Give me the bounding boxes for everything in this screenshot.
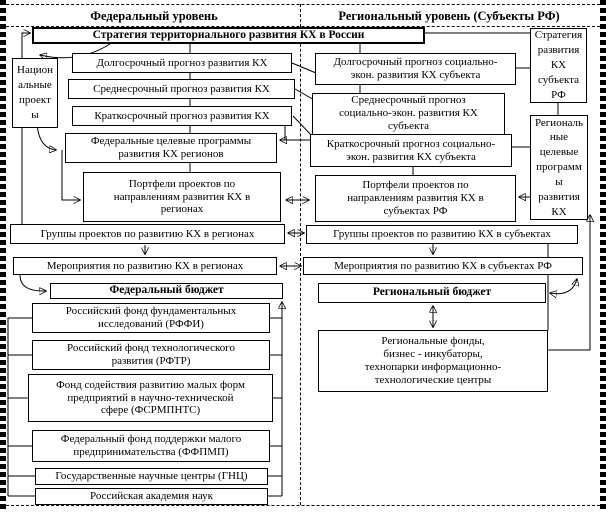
box-federal-activities: Мероприятия по развитию КХ в регионах <box>13 257 277 275</box>
box-fund-fsrmpnts: Фонд содействия развитию малых форм пред… <box>28 374 273 422</box>
box-regional-project-groups: Группы проектов по развитию КХ в субъект… <box>306 225 578 244</box>
box-federal-portfolios: Портфели проектов по направлениям развит… <box>83 172 281 222</box>
box-federal-budget: Федеральный бюджет <box>50 283 283 299</box>
box-federal-long-forecast: Долгосрочный прогноз развития КХ <box>72 53 292 73</box>
header-band-divider <box>6 26 600 27</box>
level-divider-dashed <box>300 4 301 505</box>
frame-left-border <box>0 0 6 512</box>
box-regional-portfolios: Портфели проектов по направлениям развит… <box>315 175 516 222</box>
box-national-projects: Национ альные проект ы <box>12 58 58 128</box>
box-regional-long-forecast: Долгосрочный прогноз социально- экон. ра… <box>315 53 516 85</box>
box-subject-strategy: Стратегия развития КХ субъекта РФ <box>530 28 587 103</box>
box-fund-ran: Российская академия наук <box>35 488 268 505</box>
box-fund-ffpmp: Федеральный фонд поддержки малого предпр… <box>32 430 270 462</box>
box-federal-strategy: Стратегия территориального развития КХ в… <box>32 27 425 44</box>
frame-right-border <box>600 0 606 512</box>
box-regional-target-programs: Региональ ные целевые программ ы развити… <box>530 115 588 220</box>
box-fund-rftr: Российский фонд технологического развити… <box>32 340 270 370</box>
box-federal-target-programs: Федеральные целевые программы развития К… <box>65 133 277 163</box>
federal-level-header: Федеральный уровень <box>90 8 218 23</box>
box-regional-short-forecast: Краткосрочный прогноз социально- экон. р… <box>310 134 512 167</box>
box-federal-short-forecast: Краткосрочный прогноз развития КХ <box>72 106 292 126</box>
box-federal-project-groups: Группы проектов по развитию КХ в региона… <box>10 224 285 244</box>
box-regional-budget: Региональный бюджет <box>318 283 546 303</box>
box-regional-activities: Мероприятия по развитию КХ в субъектах Р… <box>303 257 583 275</box>
box-regional-mid-forecast: Среднесрочный прогноз социально-экон. ра… <box>312 93 505 136</box>
frame-top-border <box>6 4 600 5</box>
box-regional-infrastructure: Региональные фонды, бизнес - инкубаторы,… <box>318 330 548 392</box>
box-fund-gnc: Государственные научные центры (ГНЦ) <box>35 468 268 485</box>
frame-bottom-border <box>6 505 600 506</box>
regional-connectors <box>359 32 590 351</box>
regional-level-header: Региональный уровень (Субъекты РФ) <box>338 8 560 23</box>
box-federal-mid-forecast: Среднесрочный прогноз развития КХ <box>68 79 295 99</box>
box-fund-rffi: Российский фонд фундаментальных исследов… <box>32 303 270 333</box>
